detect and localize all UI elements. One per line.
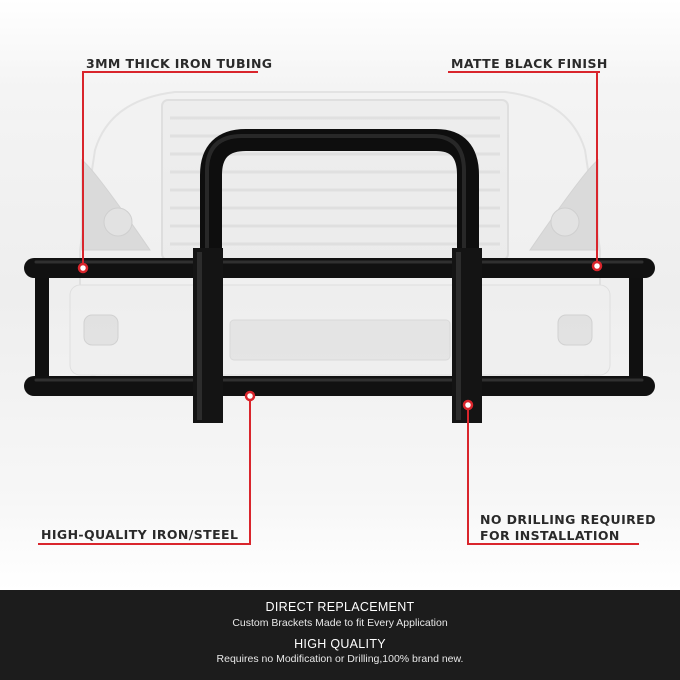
footer-subtext-brackets: Custom Brackets Made to fit Every Applic… xyxy=(232,617,448,629)
callout-matte-finish: MATTE BLACK FINISH xyxy=(451,56,608,71)
callout-iron-tubing: 3MM THICK IRON TUBING xyxy=(86,56,273,71)
callout-leader-line xyxy=(82,71,84,264)
callout-underline xyxy=(467,543,639,545)
callout-leader-line xyxy=(596,71,598,262)
footer-heading-high-quality: HIGH QUALITY xyxy=(294,637,386,651)
callout-underline xyxy=(448,71,600,73)
callout-markers xyxy=(77,260,603,411)
callout-leader-line xyxy=(467,409,469,544)
footer-subtext-no-modification: Requires no Modification or Drilling,100… xyxy=(216,653,464,665)
callout-no-drilling-line1: NO DRILLING REQUIRED xyxy=(480,512,656,527)
callout-no-drilling-line2: FOR INSTALLATION xyxy=(480,528,620,543)
callout-iron-steel: HIGH-QUALITY IRON/STEEL xyxy=(41,527,239,542)
footer-heading-direct-replacement: DIRECT REPLACEMENT xyxy=(265,600,415,614)
callout-leader-line xyxy=(249,400,251,544)
product-photo xyxy=(0,0,680,590)
callout-underline xyxy=(38,543,251,545)
callout-underline xyxy=(82,71,258,73)
grille-guard xyxy=(24,129,655,396)
footer-band: DIRECT REPLACEMENT Custom Brackets Made … xyxy=(0,590,680,680)
